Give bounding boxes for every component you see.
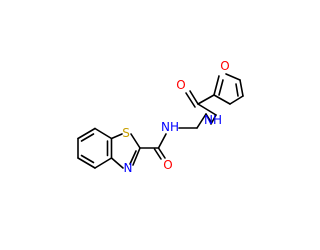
sulfur-atom: S bbox=[122, 126, 130, 140]
bond bbox=[157, 133, 167, 149]
bond bbox=[80, 133, 95, 142]
amide-nitrogen-atom: NH bbox=[161, 120, 179, 134]
bond bbox=[153, 148, 162, 160]
bond bbox=[218, 79, 224, 96]
bond bbox=[229, 95, 244, 105]
molecule-canvas: S N O NH NH O O bbox=[77, 59, 244, 175]
bond bbox=[225, 73, 241, 81]
bond bbox=[77, 127, 96, 140]
furan-oxygen-atom: O bbox=[220, 59, 229, 73]
bond bbox=[130, 133, 141, 149]
bond bbox=[189, 90, 199, 105]
thiazole-nitrogen-atom: N bbox=[124, 161, 133, 175]
bond bbox=[110, 157, 124, 169]
bond bbox=[213, 75, 220, 96]
bond bbox=[235, 83, 239, 97]
amide-oxygen-atom: O bbox=[163, 158, 172, 172]
bond bbox=[132, 147, 141, 166]
amide-nitrogen-atom-2: NH bbox=[204, 113, 222, 127]
bond bbox=[205, 113, 212, 123]
bond bbox=[94, 157, 113, 169]
bond bbox=[157, 147, 166, 159]
bond bbox=[129, 150, 137, 165]
bond bbox=[197, 103, 217, 116]
bond bbox=[77, 157, 96, 169]
bond bbox=[210, 114, 217, 125]
bond bbox=[110, 133, 123, 140]
molecule-structure: S N O NH NH O O bbox=[77, 59, 244, 175]
bond bbox=[80, 154, 95, 164]
amide-oxygen-atom-2: O bbox=[176, 78, 185, 92]
bond bbox=[213, 94, 231, 105]
bond bbox=[94, 127, 113, 140]
bond bbox=[196, 113, 207, 129]
bond bbox=[185, 92, 196, 108]
bond bbox=[239, 79, 244, 97]
bonds bbox=[77, 73, 244, 169]
bond bbox=[197, 94, 215, 105]
